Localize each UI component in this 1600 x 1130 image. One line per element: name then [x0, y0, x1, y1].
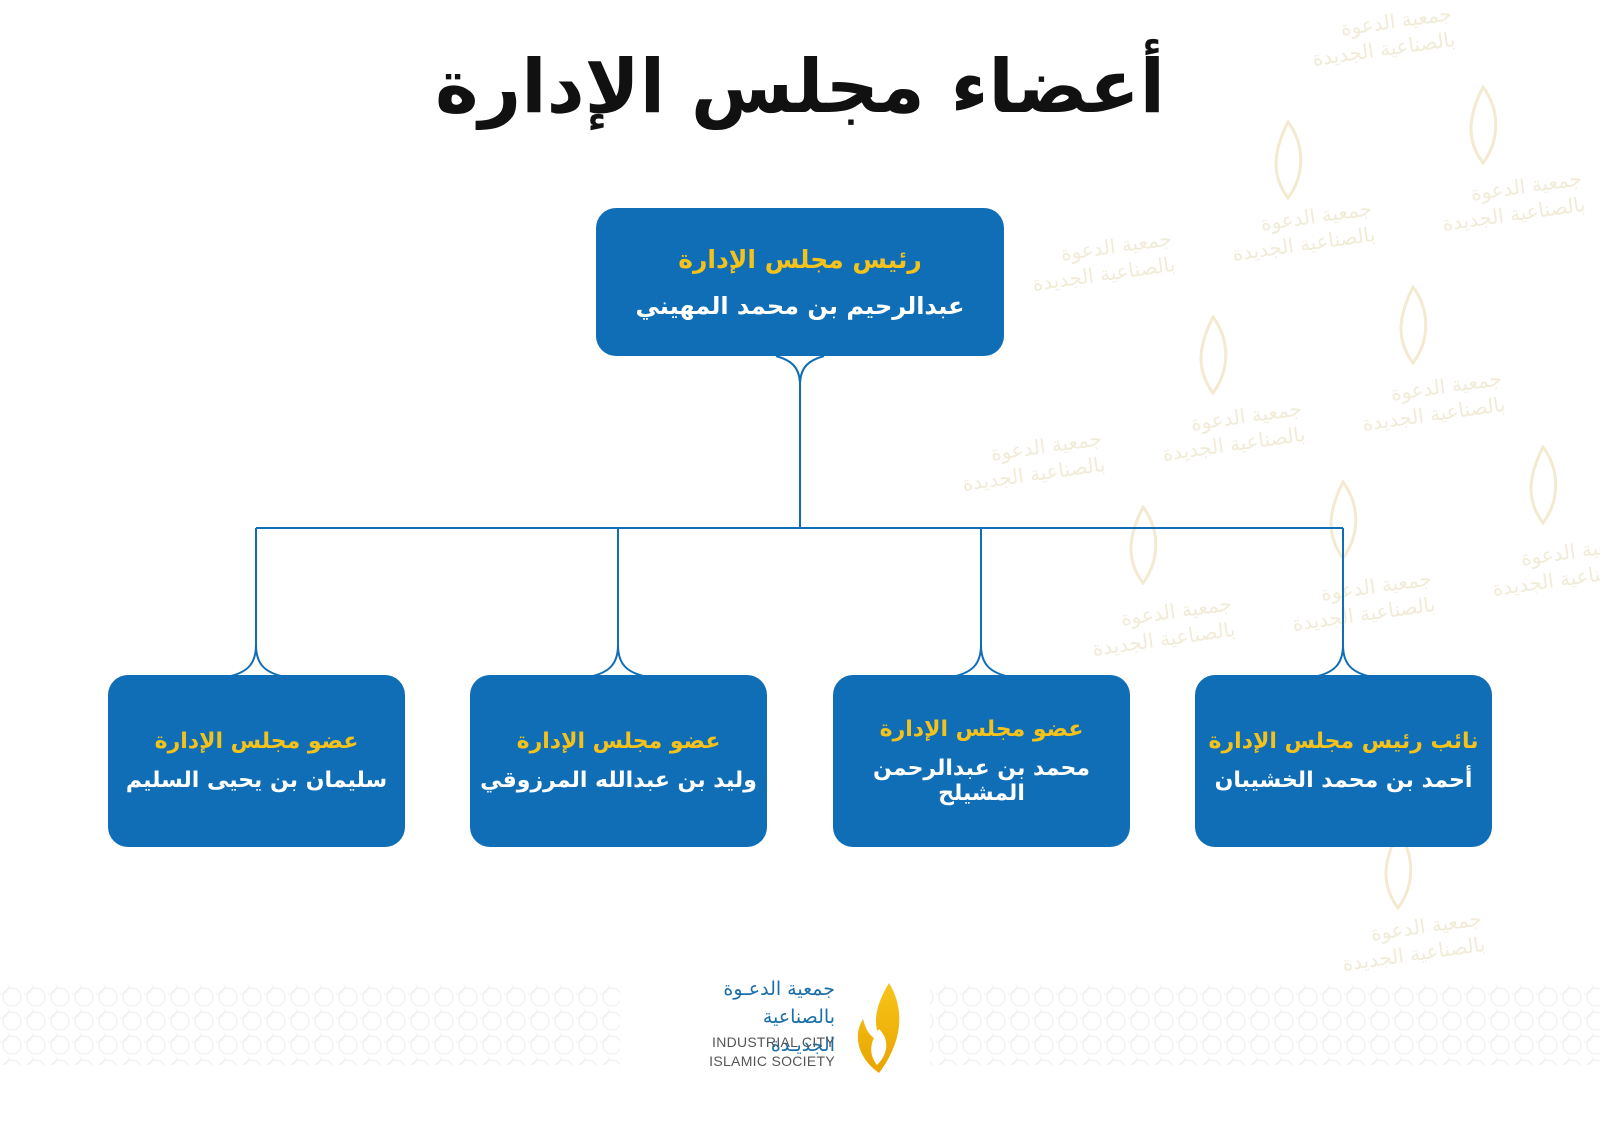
connector-member-1-left: [1317, 644, 1344, 677]
member-role: عضو مجلس الإدارة: [516, 729, 721, 754]
flame-icon: [857, 983, 900, 1073]
logo-arabic-line-2: بالصناعية الجديـدة: [762, 1006, 835, 1056]
logo-english-name: INDUSTRIAL CITY ISLAMIC SOCIETY: [709, 1033, 835, 1071]
logo-english-line-2: ISLAMIC SOCIETY: [709, 1053, 835, 1069]
member-name: محمد بن عبدالرحمن المشيلح: [873, 755, 1090, 806]
member-role: عضو مجلس الإدارة: [879, 716, 1084, 742]
member-name: أحمد بن محمد الخشيبان: [1214, 768, 1473, 793]
connector-member-3-left: [592, 644, 619, 677]
connector-member-1: [1342, 528, 1369, 677]
chairman-role: رئيس مجلس الإدارة: [678, 244, 922, 274]
member-role: عضو مجلس الإدارة: [154, 729, 359, 754]
member-role: نائب رئيس مجلس الإدارة: [1208, 729, 1479, 754]
connector-chairman-stem-left: [775, 355, 801, 528]
connector-member-2-left: [955, 644, 982, 677]
connector-member-3: [617, 528, 644, 677]
member-box-vice-chairman: نائب رئيس مجلس الإدارة أحمد بن محمد الخش…: [1195, 675, 1492, 847]
logo-arabic-line-1: جمعية الدعـوة: [723, 978, 835, 1000]
logo-english-line-1: INDUSTRIAL CITY: [712, 1034, 835, 1050]
member-box-3: عضو مجلس الإدارة وليد بن عبدالله المرزوق…: [470, 675, 767, 847]
chairman-name: عبدالرحيم بن محمد المهيني: [635, 291, 965, 320]
member-name: سليمان بن يحيى السليم: [125, 768, 388, 793]
chairman-box: رئيس مجلس الإدارة عبدالرحيم بن محمد المه…: [596, 208, 1004, 356]
member-box-2: عضو مجلس الإدارة محمد بن عبدالرحمن المشي…: [833, 675, 1130, 847]
connector-chairman-stem-right: [799, 355, 825, 386]
logo-arabic-name: جمعية الدعـوة بالصناعية الجديـدة: [695, 975, 835, 1059]
member-box-4: عضو مجلس الإدارة سليمان بن يحيى السليم: [108, 675, 405, 847]
page-title: أعضاء مجلس الإدارة: [434, 44, 1166, 130]
connector-member-2: [980, 528, 1007, 677]
society-logo: جمعية الدعـوة بالصناعية الجديـدة INDUSTR…: [695, 975, 905, 1075]
connector-member-4-left: [230, 644, 257, 677]
connector-member-4: [255, 528, 282, 677]
member-name: وليد بن عبدالله المرزوقي: [480, 768, 757, 793]
